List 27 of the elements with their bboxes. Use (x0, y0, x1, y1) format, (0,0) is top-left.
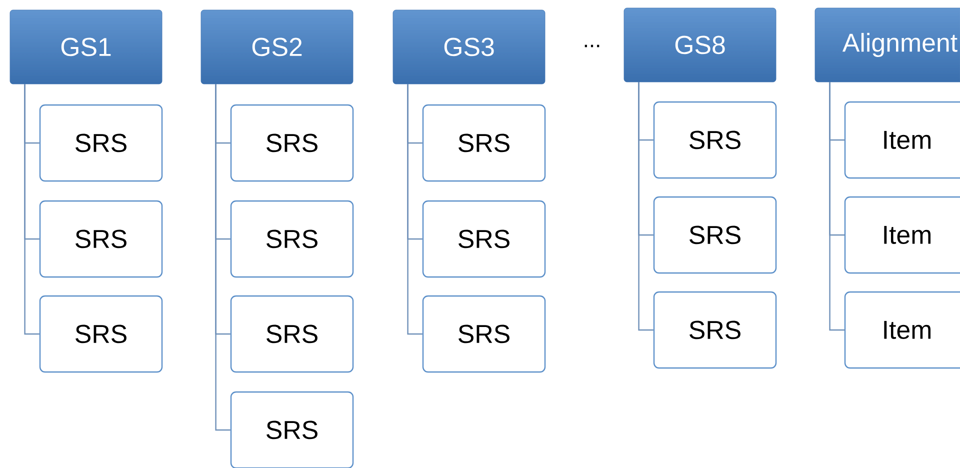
connector-line (638, 82, 654, 331)
connector-line (407, 84, 422, 335)
header-box: GS1 (10, 10, 162, 84)
item-box: SRS (653, 291, 777, 369)
header-box: GS2 (200, 10, 354, 84)
header-box: Alignment (814, 8, 960, 82)
header-box: GS8 (624, 8, 776, 82)
item-box: SRS (422, 104, 546, 182)
item-box: SRS (230, 295, 354, 373)
connector-line (24, 84, 40, 335)
item-box: Item (844, 101, 960, 179)
connector-line (829, 82, 845, 331)
item-box: SRS (230, 200, 354, 278)
item-box: SRS (422, 200, 546, 278)
item-box: SRS (230, 104, 354, 182)
item-box: SRS (653, 101, 777, 179)
item-box: SRS (653, 196, 777, 274)
header-box: GS3 (392, 10, 546, 84)
item-box: Item (844, 291, 960, 369)
item-box: SRS (230, 391, 354, 468)
item-box: SRS (422, 295, 546, 373)
item-box: SRS (39, 200, 163, 278)
item-box: SRS (39, 104, 163, 182)
ellipsis: ... (584, 44, 600, 48)
connector-line (215, 84, 230, 431)
item-box: Item (844, 196, 960, 274)
item-box: SRS (39, 295, 163, 373)
